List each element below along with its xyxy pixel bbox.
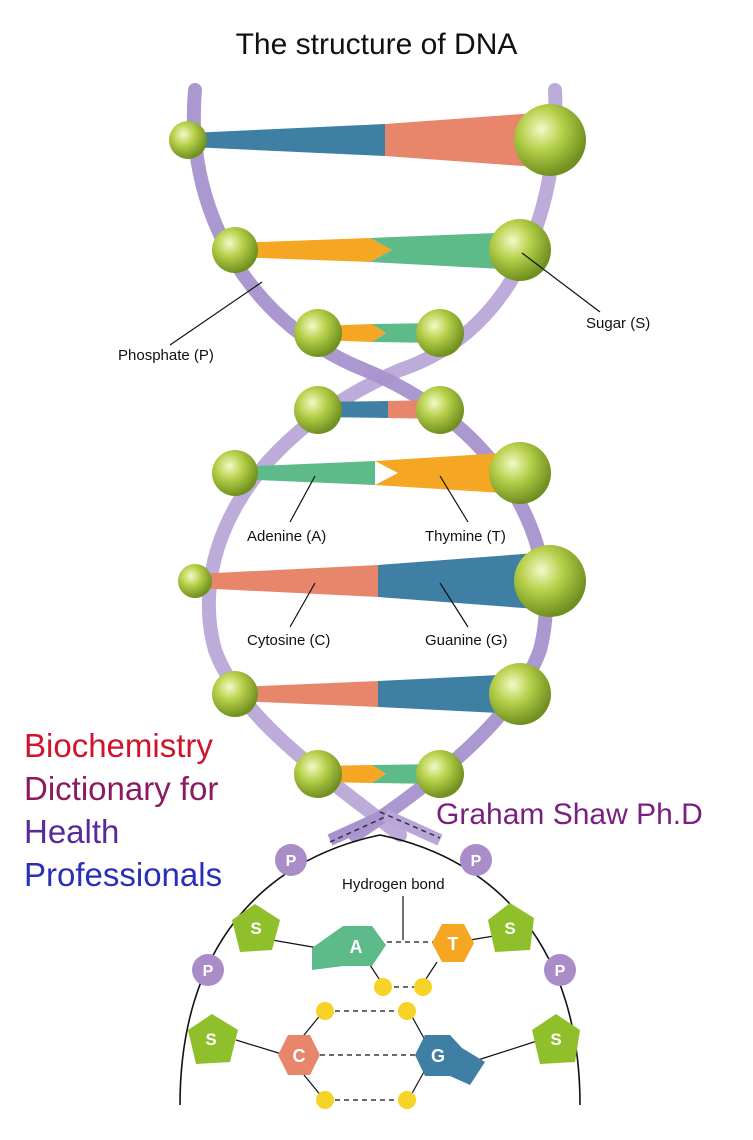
book-title: Biochemistry Dictionary for Health Profe… [24,724,222,896]
sugar-node-letter: S [504,919,515,938]
phosphate-node-letter: P [555,963,566,980]
sugar-ball [169,121,207,159]
sugar-ball [294,309,342,357]
phosphate-node-letter: P [203,963,214,980]
label-phosphate: Phosphate (P) [118,347,214,364]
rung-1-cytosine [385,112,550,168]
adenine-leader [289,475,316,523]
phosphate-node [192,954,224,986]
adenine-node [312,926,386,970]
rung-7-cytosine [235,681,378,707]
sugar-ball [489,442,551,504]
sugar-ball [514,104,586,176]
sugar-ball [212,450,258,496]
rung-5-thymine [375,452,520,494]
strand-cut-left [327,809,388,846]
label-sugar: Sugar (S) [586,315,650,332]
rung-2-thymine [235,238,392,262]
label-adenine: Adenine (A) [247,528,326,545]
rung-1-guanine [190,124,385,156]
thymine-leader [439,475,469,523]
cytosine-leader [289,582,316,628]
hydrogen-dot [316,1091,334,1109]
sugar-ball [514,545,586,617]
thymine-node-letter: T [448,934,459,954]
rung-7-guanine [378,674,520,714]
rung-6-guanine [378,552,550,610]
strand-cut-right [382,809,443,846]
author-name: Graham Shaw Ph.D [436,798,703,831]
sugar-node-letter: S [205,1030,216,1049]
sugar-ball [212,671,258,717]
hydrogen-dot [374,978,392,996]
phosphate-node [460,844,492,876]
label-cytosine: Cytosine (C) [247,632,330,649]
phosphate-node-letter: P [471,853,482,870]
sugar-ball [416,309,464,357]
sugar-node-letter: S [250,919,261,938]
rung-5-adenine [235,461,375,485]
sugar-node [188,1014,238,1064]
strand-cut-dash-2 [379,811,441,839]
phosphate-leader [169,281,263,346]
sugar-leader [521,252,601,313]
phosphate-node [544,954,576,986]
cytosine-node-letter: C [293,1046,306,1066]
sugar-base-link [477,1039,541,1061]
sugar-node-letter: S [550,1030,561,1049]
base-dot-link [409,1069,426,1098]
guanine-node-letter: G [431,1046,445,1066]
rung-6-cytosine [195,565,378,597]
book-title-line-3: Health [24,813,120,850]
page-title: The structure of DNA [235,28,518,61]
label-hydrogen-bond: Hydrogen bond [342,876,445,893]
sugar-ball [489,219,551,281]
cytosine-node [278,1035,320,1075]
hydrogen-dot [316,1002,334,1020]
guanine-leader [439,582,469,628]
sugar-node [232,904,280,952]
book-title-line-4: Professionals [24,856,223,893]
hydrogen-dot [398,1002,416,1020]
sugar-ball [489,663,551,725]
sugar-ball [178,564,212,598]
label-guanine: Guanine (G) [425,632,508,649]
strand-cut-dash [329,816,386,843]
book-title-line-1: Biochemistry [24,727,213,764]
sugar-ball [294,750,342,798]
phosphate-node-letter: P [286,853,297,870]
rung-2-adenine [370,232,520,270]
sugar-base-link [235,1039,286,1056]
thymine-node [432,924,474,962]
sugar-node [532,1014,580,1064]
hydrogen-dot [414,978,432,996]
sugar-node [488,903,534,952]
sugar-ball [294,386,342,434]
hydrogen-dot [398,1091,416,1109]
sugar-ball [212,227,258,273]
label-thymine: Thymine (T) [425,528,506,545]
book-title-line-2: Dictionary for [24,770,219,807]
adenine-node-letter: A [350,937,363,957]
sugar-ball [416,750,464,798]
guanine-node [415,1035,485,1085]
sugar-ball [416,386,464,434]
phosphate-node [275,844,307,876]
